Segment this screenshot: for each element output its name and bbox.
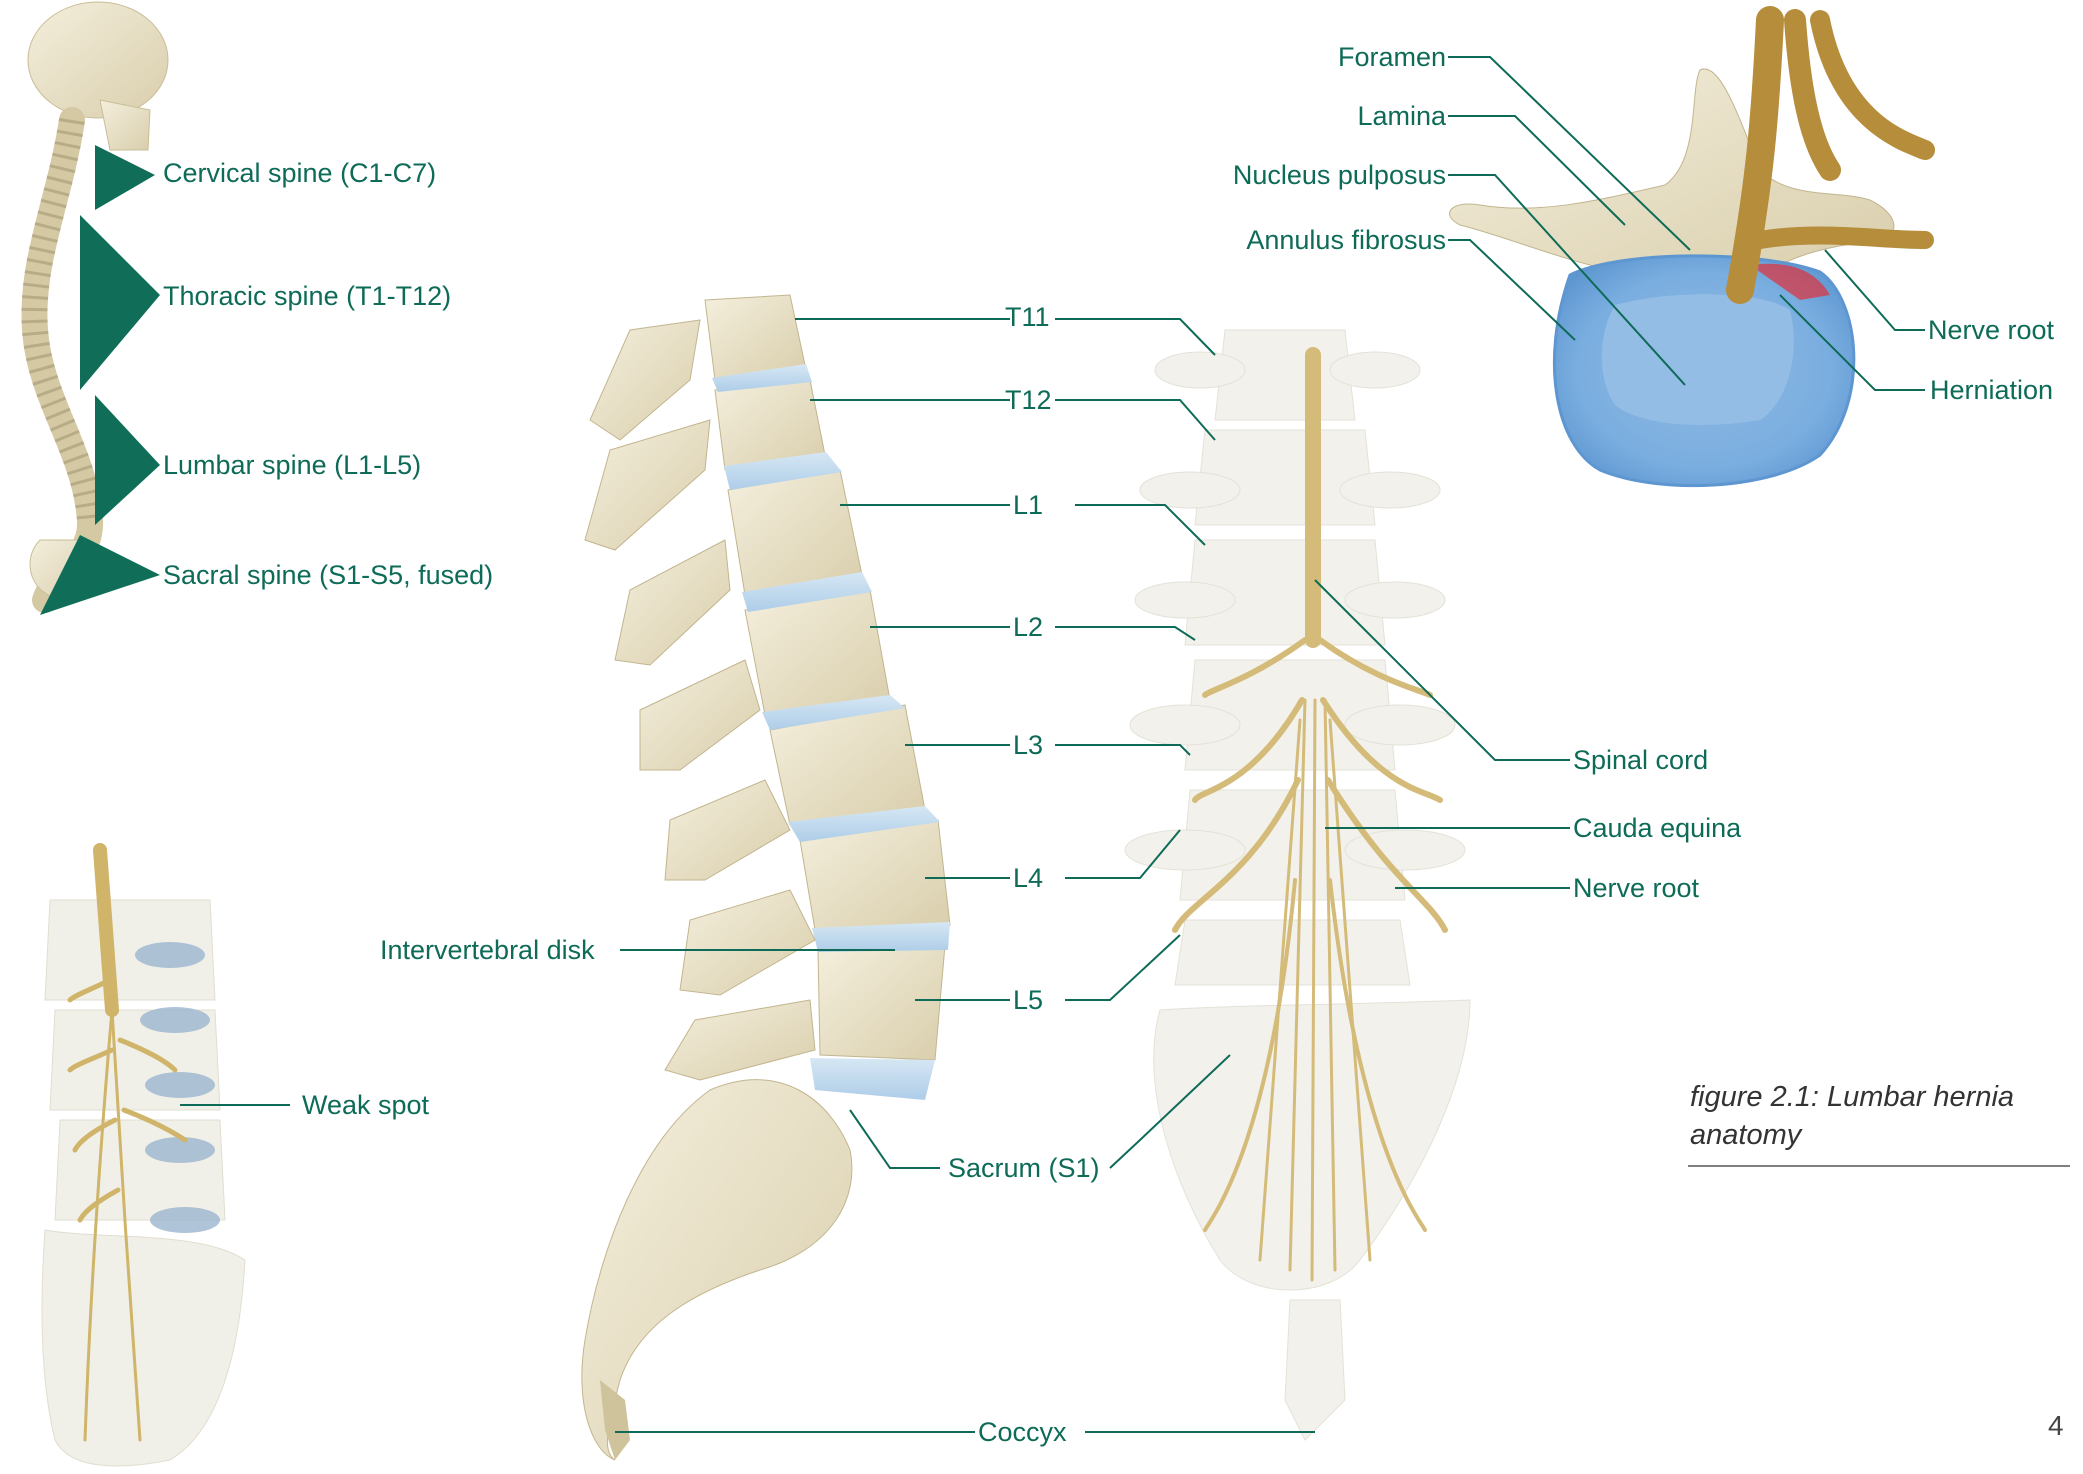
intervertebral-disk-label: Intervertebral disk bbox=[380, 935, 595, 965]
weak-spot-illustration bbox=[42, 850, 245, 1466]
annulus-fibrosus-label: Annulus fibrosus bbox=[1246, 225, 1446, 255]
l2-label: L2 bbox=[1013, 612, 1043, 642]
l3-label: L3 bbox=[1013, 730, 1043, 760]
t12-label: T12 bbox=[1005, 385, 1052, 415]
nucleus-pulposus-label: Nucleus pulposus bbox=[1233, 160, 1446, 190]
lamina-label: Lamina bbox=[1357, 101, 1446, 131]
t11-label: T11 bbox=[1005, 302, 1050, 332]
foramen-label: Foramen bbox=[1338, 42, 1446, 72]
disc-nerve-root-label: Nerve root bbox=[1928, 315, 2054, 345]
cervical-spine-label: Cervical spine (C1-C7) bbox=[163, 158, 436, 188]
cauda-equina-label: Cauda equina bbox=[1573, 813, 1741, 843]
lumbar-spine-label: Lumbar spine (L1-L5) bbox=[163, 450, 421, 480]
sacrum-label: Sacrum (S1) bbox=[948, 1153, 1100, 1183]
spinal-cord-label: Spinal cord bbox=[1573, 745, 1708, 775]
sacral-spine-label: Sacral spine (S1-S5, fused) bbox=[163, 560, 493, 590]
figure-caption-line1: figure 2.1: Lumbar hernia bbox=[1690, 1078, 2014, 1116]
figure-caption: figure 2.1: Lumbar hernia anatomy bbox=[1690, 1078, 2014, 1154]
page-number: 4 bbox=[2048, 1410, 2064, 1442]
l5-label: L5 bbox=[1013, 985, 1043, 1015]
weak-spot-label: Weak spot bbox=[302, 1090, 429, 1120]
thoracic-spine-label: Thoracic spine (T1-T12) bbox=[163, 281, 451, 311]
l4-label: L4 bbox=[1013, 863, 1043, 893]
nerve-root-label: Nerve root bbox=[1573, 873, 1699, 903]
figure-caption-line2: anatomy bbox=[1690, 1116, 2014, 1154]
overview-spine-illustration bbox=[28, 2, 168, 615]
disc-herniation-illustration bbox=[1450, 20, 1925, 486]
posterior-spine-illustration bbox=[1125, 330, 1470, 1440]
coccyx-label: Coccyx bbox=[978, 1417, 1067, 1447]
herniation-label: Herniation bbox=[1930, 375, 2053, 405]
l1-label: L1 bbox=[1013, 490, 1043, 520]
lateral-spine-illustration bbox=[582, 295, 950, 1460]
